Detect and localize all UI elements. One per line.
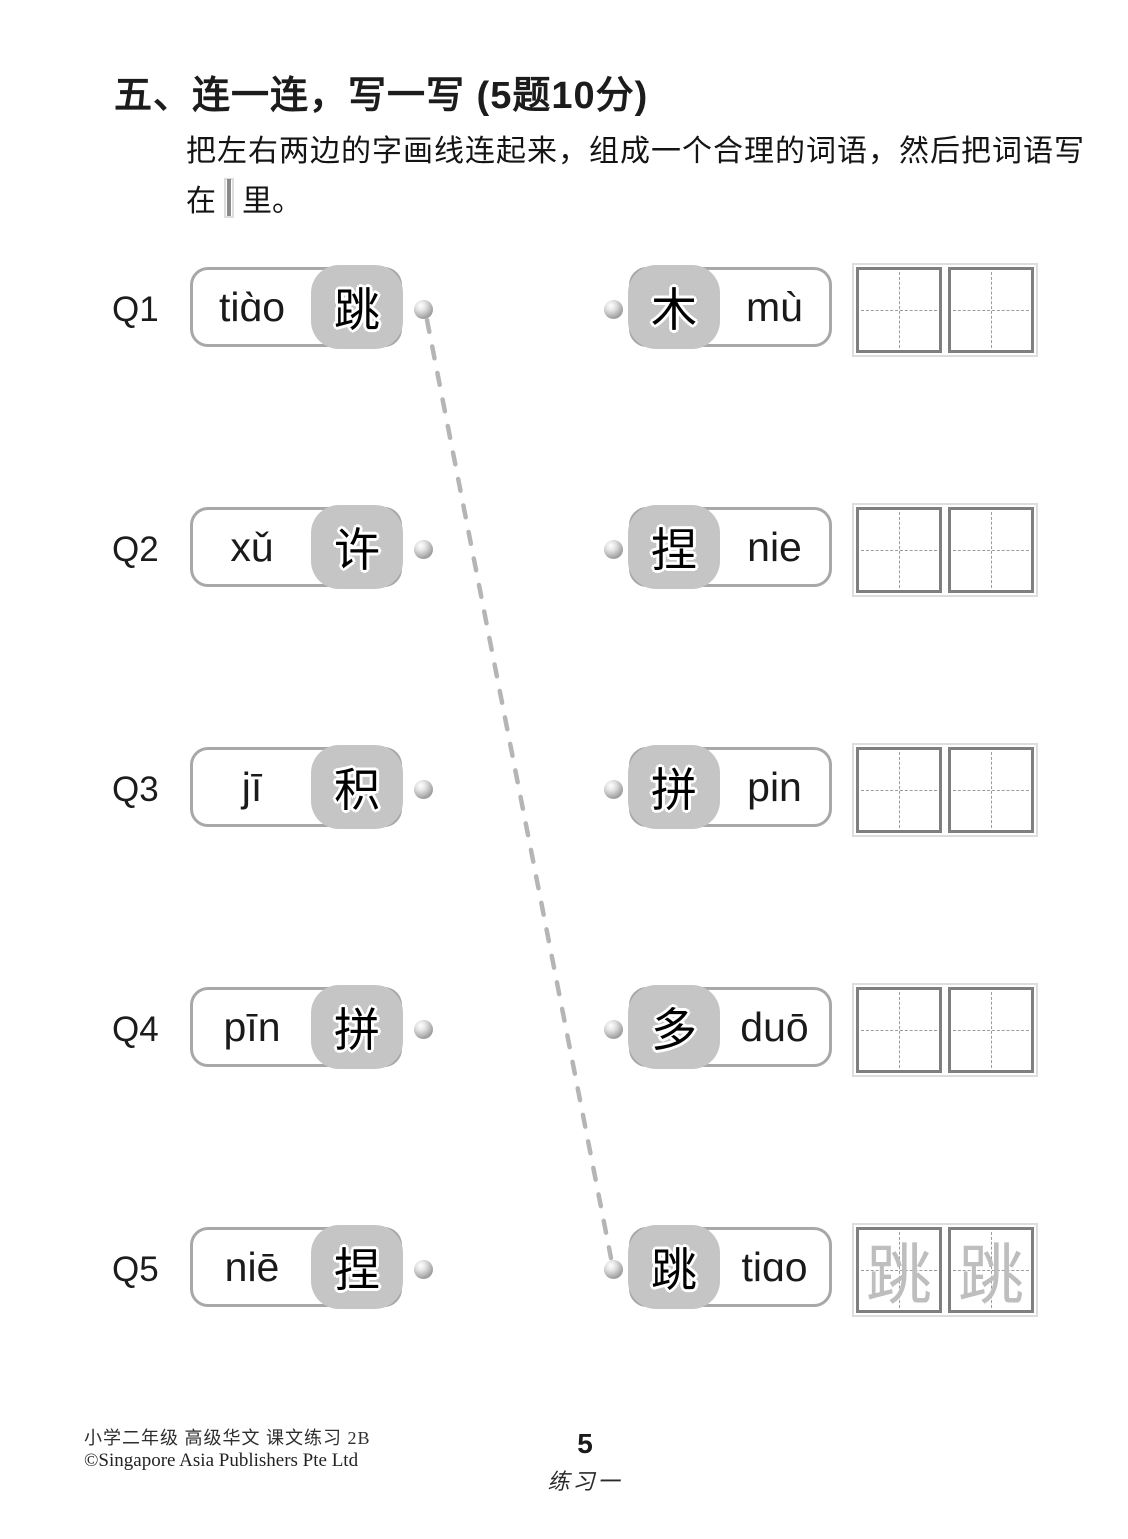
traced-char <box>951 990 1031 1070</box>
hanzi-tile: 许 <box>311 505 403 589</box>
right-option-pill[interactable]: 木 mù <box>628 265 832 349</box>
page-number: 5 <box>577 1428 593 1459</box>
writing-grid <box>852 743 1038 837</box>
connector-dot[interactable] <box>604 300 623 319</box>
hanzi-char: 拼 <box>334 1003 380 1057</box>
connector-dot[interactable] <box>414 540 433 559</box>
connector-dot[interactable] <box>414 780 433 799</box>
traced-char: 跳 <box>958 1237 1024 1314</box>
connector-dot[interactable] <box>414 1260 433 1279</box>
pinyin-label: pin <box>747 763 802 810</box>
question-row: Q1 tiɑ̀o 跳 木 mù <box>0 262 1128 358</box>
hanzi-tile: 捏 <box>628 505 720 589</box>
pinyin-label: jī <box>241 763 263 810</box>
instructions-line-2: 在 里。 <box>186 168 302 228</box>
right-option-pill[interactable]: 跳 tiɑo <box>628 1225 832 1309</box>
pinyin-label: tiɑo <box>741 1243 808 1290</box>
writing-grid <box>852 263 1038 357</box>
writing-cell[interactable] <box>948 267 1034 353</box>
pinyin-label: xǔ <box>230 523 274 570</box>
writing-cell[interactable] <box>948 987 1034 1073</box>
left-option-pill[interactable]: pīn 拼 <box>190 985 403 1069</box>
hanzi-char: 跳 <box>334 283 380 337</box>
exercise-label: 练习一 <box>547 1469 623 1494</box>
hanzi-tile: 拼 <box>628 745 720 829</box>
traced-char <box>951 510 1031 590</box>
writing-grid <box>852 503 1038 597</box>
writing-grid <box>852 983 1038 1077</box>
connector-dot[interactable] <box>414 300 433 319</box>
question-row: Q3 jī 积 拼 pin <box>0 742 1128 838</box>
pinyin-label: nie <box>747 523 802 570</box>
hanzi-char: 许 <box>334 523 380 577</box>
traced-char <box>859 990 939 1070</box>
hanzi-tile: 积 <box>311 745 403 829</box>
pinyin-label: pīn <box>223 1003 281 1050</box>
connector-dot[interactable] <box>414 1020 433 1039</box>
hanzi-char: 积 <box>334 763 380 817</box>
question-label: Q4 <box>112 1010 159 1049</box>
writing-cell[interactable]: 跳 <box>856 1227 942 1314</box>
traced-char <box>951 750 1031 830</box>
question-row: Q4 pīn 拼 多 duō <box>0 982 1128 1078</box>
left-option-pill[interactable]: niē 捏 <box>190 1225 403 1309</box>
connector-dot[interactable] <box>604 780 623 799</box>
left-option-pill[interactable]: xǔ 许 <box>190 505 403 589</box>
hanzi-char: 多 <box>651 1003 697 1057</box>
pinyin-label: tiɑ̀o <box>218 283 286 330</box>
hanzi-char: 拼 <box>651 763 697 817</box>
pinyin-label: niē <box>224 1243 280 1290</box>
right-option-pill[interactable]: 拼 pin <box>628 745 832 829</box>
pinyin-label: duō <box>740 1003 809 1050</box>
copyright: ©Singapore Asia Publishers Pte Ltd <box>84 1450 359 1471</box>
grid-icon <box>224 178 234 218</box>
writing-cell[interactable] <box>948 747 1034 833</box>
hanzi-char: 捏 <box>334 1243 380 1297</box>
hanzi-tile: 木 <box>628 265 720 349</box>
hanzi-tile: 捏 <box>311 1225 403 1309</box>
instructions-line-1: 把左右两边的字画线连起来，组成一个合理的词语，然后把词语写 <box>186 135 1085 168</box>
hanzi-char: 木 <box>651 283 697 337</box>
connector-dot[interactable] <box>604 1260 623 1279</box>
writing-cell[interactable] <box>856 747 942 833</box>
pinyin-label: mù <box>746 283 803 330</box>
writing-cell[interactable] <box>856 267 942 353</box>
writing-grid: 跳 跳 <box>852 1223 1038 1317</box>
instructions-line-2-prefix: 在 <box>186 185 216 218</box>
hanzi-tile: 拼 <box>311 985 403 1069</box>
traced-char: 跳 <box>866 1237 932 1314</box>
section-title: 五、连一连，写一写 (5题10分) <box>114 75 649 117</box>
question-row: Q2 xǔ 许 捏 nie <box>0 502 1128 598</box>
writing-cell[interactable] <box>856 507 942 593</box>
hanzi-tile: 跳 <box>628 1225 720 1309</box>
left-option-pill[interactable]: tiɑ̀o 跳 <box>190 265 403 349</box>
writing-cell[interactable] <box>948 507 1034 593</box>
right-option-pill[interactable]: 捏 nie <box>628 505 832 589</box>
traced-char <box>859 750 939 830</box>
hanzi-tile: 多 <box>628 985 720 1069</box>
traced-char <box>859 510 939 590</box>
connector-dot[interactable] <box>604 1020 623 1039</box>
hanzi-char: 跳 <box>651 1243 697 1297</box>
connector-dot[interactable] <box>604 540 623 559</box>
writing-cell[interactable]: 跳 <box>948 1227 1034 1314</box>
question-label: Q2 <box>112 530 159 569</box>
writing-cell[interactable] <box>856 987 942 1073</box>
traced-char <box>859 270 939 350</box>
question-label: Q1 <box>112 290 159 329</box>
traced-char <box>951 270 1031 350</box>
instructions-line-2-suffix: 里。 <box>242 185 302 218</box>
book-info: 小学二年级 高级华文 课文练习 2B <box>84 1428 371 1448</box>
left-option-pill[interactable]: jī 积 <box>190 745 403 829</box>
hanzi-tile: 跳 <box>311 265 403 349</box>
right-option-pill[interactable]: 多 duō <box>628 985 832 1069</box>
question-label: Q3 <box>112 770 159 809</box>
question-row: Q5 niē 捏 跳 tiɑo 跳 跳 <box>0 1222 1128 1318</box>
question-label: Q5 <box>112 1250 159 1289</box>
hanzi-char: 捏 <box>651 523 697 577</box>
